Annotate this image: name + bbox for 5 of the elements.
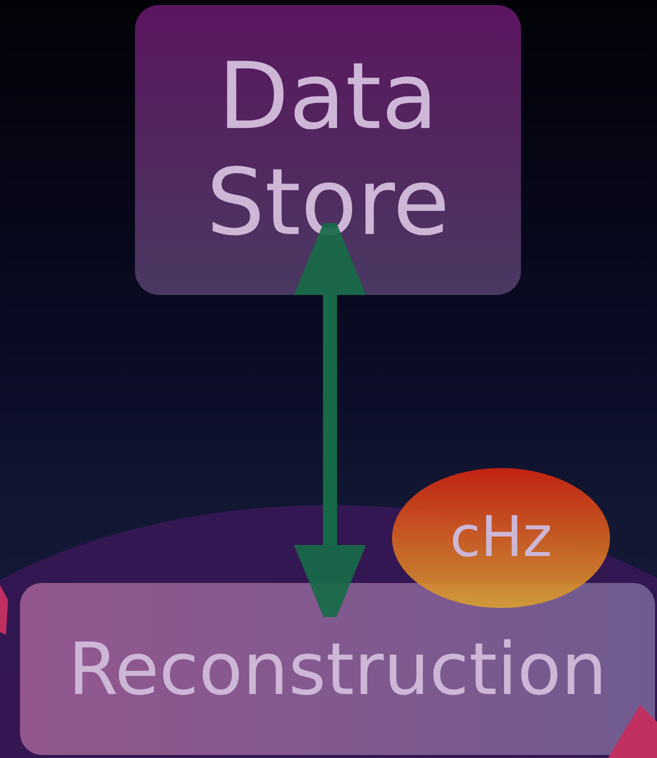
reconstruction-box bbox=[20, 583, 655, 755]
node-label: cHz bbox=[450, 506, 552, 570]
data-store-box bbox=[135, 5, 521, 295]
node-label: Data Store bbox=[205, 44, 451, 256]
node-label: Reconstruction bbox=[68, 628, 607, 710]
